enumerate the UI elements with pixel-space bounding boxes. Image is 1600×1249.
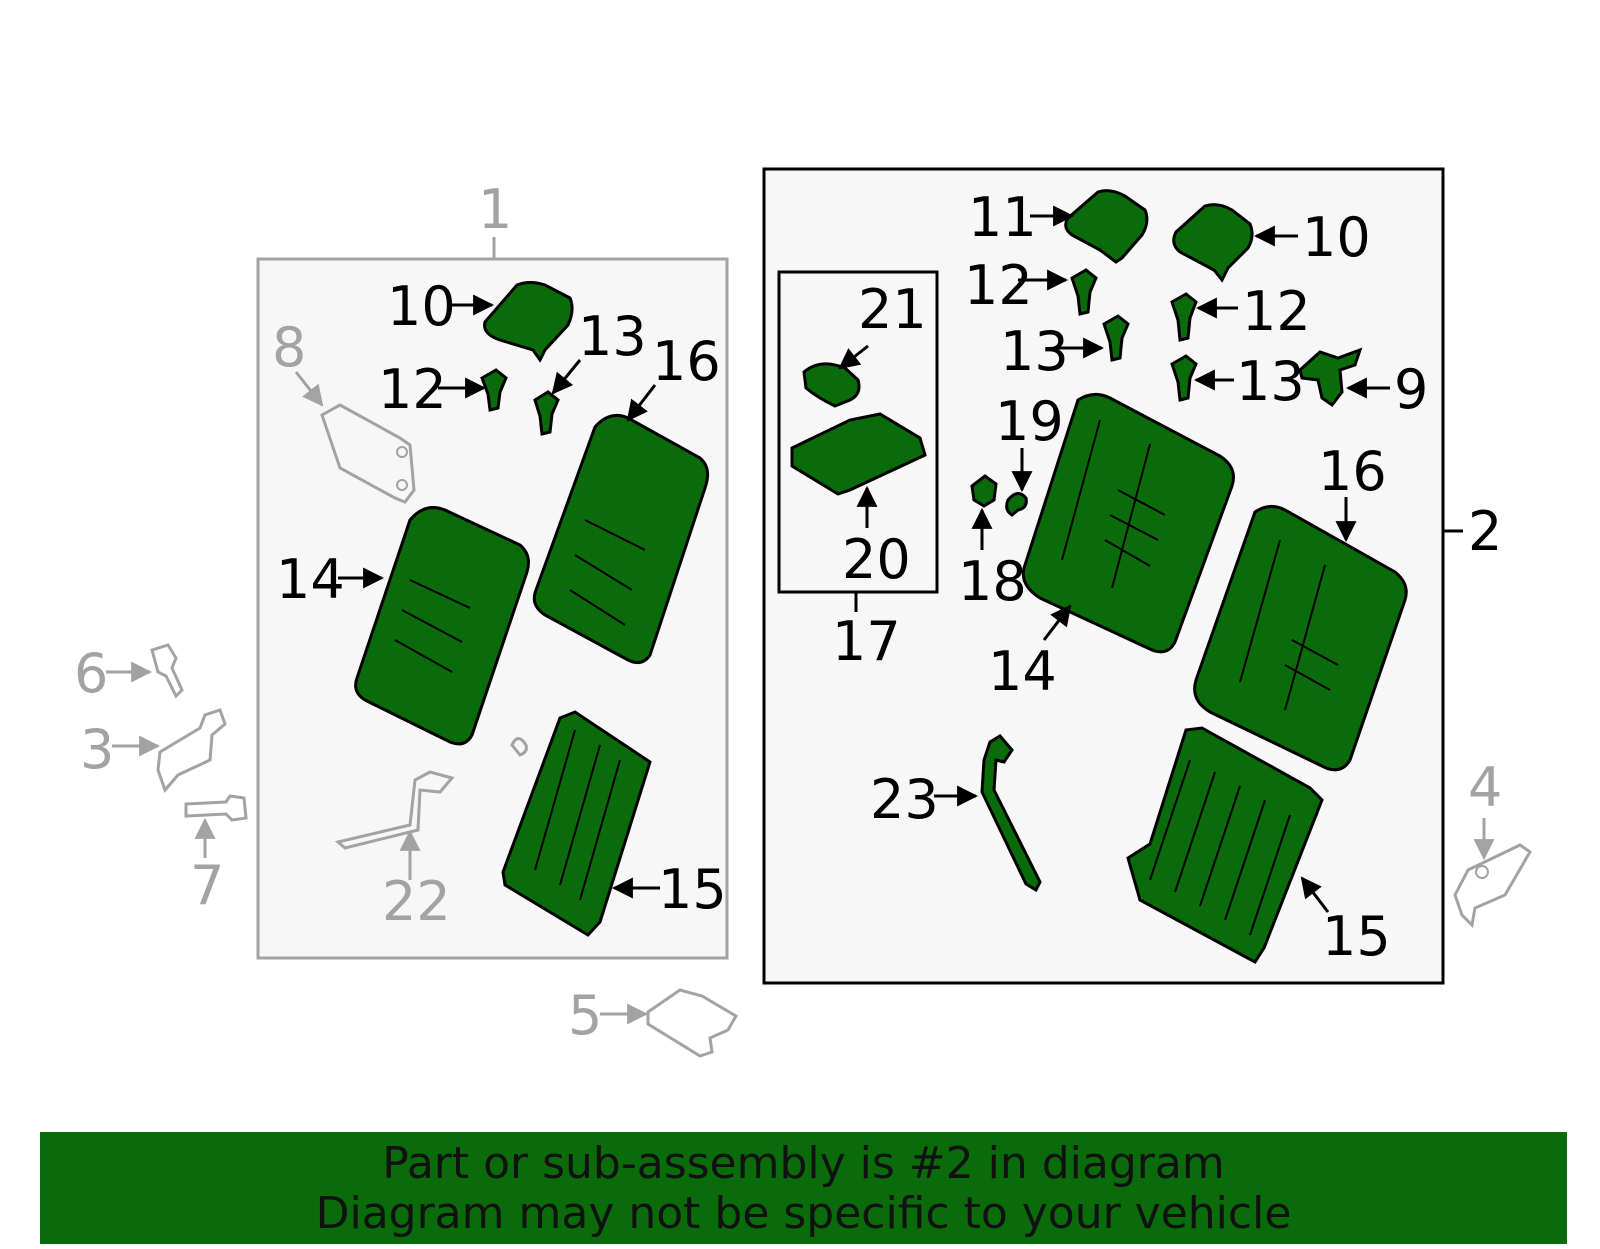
callout-15-right[interactable]: 15: [1322, 905, 1391, 968]
callout-20[interactable]: 20: [842, 528, 911, 591]
callout-14-right[interactable]: 14: [988, 640, 1057, 703]
info-banner: Part or sub-assembly is #2 in diagram Di…: [40, 1132, 1567, 1244]
part-7-bolt[interactable]: [184, 794, 248, 822]
part-3-bracket[interactable]: [156, 708, 227, 793]
part-13-right-guide-b[interactable]: [1170, 354, 1198, 402]
callout-5[interactable]: 5: [568, 984, 602, 1047]
part-4-bracket[interactable]: [1453, 843, 1532, 929]
part-11-headrest[interactable]: [1064, 189, 1149, 264]
callout-16-right[interactable]: 16: [1318, 440, 1387, 503]
callout-10-right[interactable]: 10: [1302, 206, 1371, 269]
callout-21[interactable]: 21: [858, 278, 927, 341]
callout-17[interactable]: 17: [832, 610, 901, 673]
callout-2[interactable]: 2: [1468, 500, 1502, 563]
callout-15-left[interactable]: 15: [658, 858, 727, 921]
callout-12-right-b[interactable]: 12: [1242, 280, 1311, 343]
part-6-bolt[interactable]: [150, 643, 184, 699]
part-14-left-cover[interactable]: [354, 506, 530, 746]
callout-23[interactable]: 23: [870, 768, 939, 831]
banner-line-1: Part or sub-assembly is #2 in diagram: [382, 1138, 1225, 1189]
callout-8[interactable]: 8: [272, 316, 306, 379]
outer-parts-group: 6 3 7 5 4: [74, 642, 1532, 1058]
part-12-right-guide-a[interactable]: [1070, 268, 1098, 316]
part-22-wire[interactable]: [334, 770, 455, 850]
part-12-right-guide-b[interactable]: [1170, 292, 1198, 342]
callout-13-right-a[interactable]: 13: [1000, 320, 1069, 383]
callout-3[interactable]: 3: [80, 718, 114, 781]
part-8-bracket[interactable]: [320, 403, 416, 504]
small-clip-icon: [510, 737, 528, 757]
callout-1[interactable]: 1: [478, 178, 512, 241]
part-12-left-guide[interactable]: [480, 368, 508, 412]
part-10-right-headrest[interactable]: [1172, 203, 1254, 283]
part-19-clip[interactable]: [1005, 492, 1028, 517]
callout-12-left[interactable]: 12: [378, 358, 447, 421]
callout-7[interactable]: 7: [190, 854, 224, 917]
callout-18[interactable]: 18: [958, 550, 1027, 613]
callout-10-left[interactable]: 10: [387, 275, 456, 338]
callout-14-left[interactable]: 14: [276, 548, 345, 611]
part-21-cupholder[interactable]: [802, 362, 861, 408]
callout-19[interactable]: 19: [995, 390, 1064, 453]
callout-13-left[interactable]: 13: [578, 305, 647, 368]
callout-6[interactable]: 6: [74, 642, 108, 705]
callout-12-right-a[interactable]: 12: [964, 254, 1033, 317]
callout-11[interactable]: 11: [968, 186, 1037, 249]
part-9-clip[interactable]: [1298, 347, 1363, 408]
part-5-bracket[interactable]: [646, 988, 739, 1058]
part-13-left-guide[interactable]: [533, 390, 560, 436]
part-20-armrest[interactable]: [790, 412, 927, 496]
callout-9[interactable]: 9: [1394, 358, 1428, 421]
part-23-wire[interactable]: [980, 734, 1042, 893]
part-16-right-cover[interactable]: [1193, 505, 1408, 772]
callout-16-left[interactable]: 16: [652, 330, 721, 393]
callout-13-right-b[interactable]: 13: [1236, 350, 1305, 413]
part-10-left-headrest[interactable]: [483, 281, 574, 363]
assembly-2-group: 2 17 21 20 11 10 12 12 13 13: [762, 167, 1502, 985]
part-18-clip[interactable]: [970, 474, 998, 508]
callout-22[interactable]: 22: [382, 870, 451, 933]
callout-4[interactable]: 4: [1468, 756, 1502, 819]
banner-line-2: Diagram may not be specific to your vehi…: [315, 1188, 1292, 1239]
assembly-17-frame: [777, 270, 939, 594]
part-15-right-frame[interactable]: [1126, 726, 1324, 964]
assembly-1-group: 1 10 12 13 16 14 15 8: [256, 178, 729, 960]
part-13-right-guide-a[interactable]: [1102, 314, 1130, 362]
